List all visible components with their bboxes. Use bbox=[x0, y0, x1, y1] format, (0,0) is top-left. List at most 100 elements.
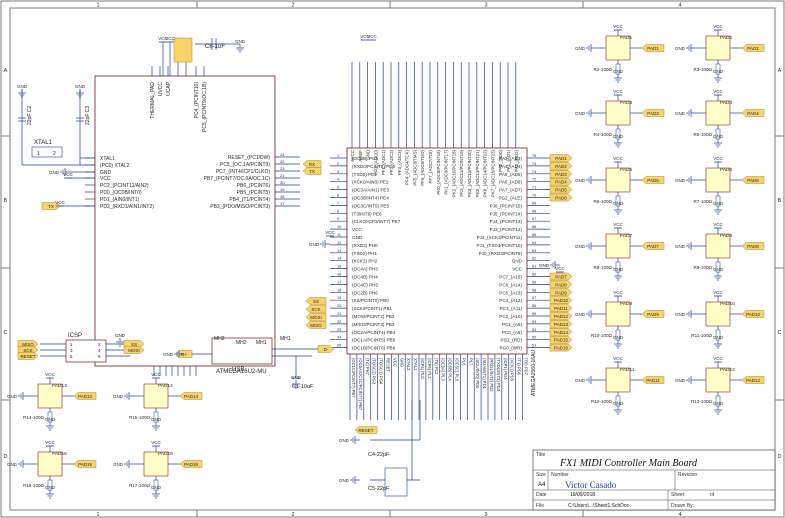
u2-part-name: ATMEGA16U2-MU bbox=[216, 369, 267, 375]
gnd-label: GND bbox=[613, 267, 624, 272]
board-title: FX1 MIDI Controller Main Board bbox=[559, 458, 698, 469]
net-tag-shape bbox=[305, 313, 327, 321]
net-tag-text: PAD6 bbox=[555, 196, 567, 201]
u2-pin-number: 17 bbox=[280, 201, 285, 206]
mh1-inner-label: MH1 bbox=[256, 340, 267, 346]
net-tag-tx: TX bbox=[302, 167, 322, 175]
net-tag-text: MISO bbox=[310, 323, 322, 328]
atmega16u2-chip: XTAL1(PC0) XTAL2GNDVCCPC2_(PCINT11/AIN2)… bbox=[85, 66, 300, 376]
net-tag-pad5: PAD5 bbox=[549, 185, 573, 194]
pad-resistor-label: R10-100Ω bbox=[591, 333, 613, 338]
gnd-label: GND bbox=[675, 178, 686, 183]
net-tag-shape bbox=[741, 376, 765, 384]
mega-pin-label: (OC2A/PCINT4) PB4 bbox=[352, 330, 396, 335]
mega-part-name: ATMEGA2560-16AU bbox=[531, 350, 537, 396]
u2-pin-label: PD1_(AIN0/INT1) bbox=[100, 197, 140, 203]
file-label: File bbox=[536, 503, 544, 509]
pad-name: PAD5 bbox=[620, 167, 633, 173]
net-tag-text: PAD11 bbox=[554, 306, 568, 311]
mega-pin-number: 52 bbox=[532, 336, 536, 340]
u2-pin-label: (PC0) XTAL2 bbox=[100, 163, 130, 169]
net-tag-text: PAD14 bbox=[184, 394, 198, 399]
net-tag-text: PAD16 bbox=[554, 346, 568, 351]
mega-pin-label: (MISO/PCINT3) PB3 bbox=[352, 322, 395, 327]
mega-pin-label: (TOSC1) PG4 bbox=[379, 358, 384, 385]
gnd-symbol: GND bbox=[115, 333, 126, 347]
gnd-symbol: GND bbox=[675, 109, 696, 117]
gnd-label: GND bbox=[115, 333, 126, 338]
net-tag-shape bbox=[17, 352, 39, 360]
u2-pin-label: VCC bbox=[100, 176, 111, 182]
c3-label: 22pF C3 bbox=[85, 106, 91, 125]
net-tag-text: PAD8 bbox=[555, 282, 567, 287]
mega-pin-label: XTAL1 bbox=[413, 358, 418, 371]
vcc-symbol: VCC bbox=[613, 290, 623, 297]
gnd-symbol: GND bbox=[151, 485, 162, 499]
net-tag-text: PAD1 bbox=[555, 156, 567, 161]
u2-pin-label: PB4_(T1/PCINT4) bbox=[229, 197, 270, 203]
pad-name: PAD3 bbox=[620, 100, 633, 106]
net-tag-text: PAD15 bbox=[554, 338, 568, 343]
net-tag-text: RX bbox=[309, 162, 315, 167]
u2-pin-label: PC5_(PCINT9/OC.1B) bbox=[202, 82, 208, 132]
net-tag-text: SCK bbox=[23, 348, 32, 353]
net-tag-shape bbox=[549, 177, 573, 186]
mega-pin-label: (CLKO/ICP3/INT7) PE7 bbox=[352, 219, 401, 224]
vcc-symbol: VCC bbox=[713, 222, 723, 229]
vcc-symbol: VCC bbox=[613, 156, 623, 163]
mega-pin-label: PF2_(ADC2) bbox=[389, 149, 394, 175]
vcc-symbol: VCC bbox=[151, 440, 161, 447]
gnd-label: GND bbox=[151, 417, 162, 422]
vcc-symbol: VCC bbox=[325, 230, 335, 237]
net-tag-shape bbox=[305, 305, 327, 313]
vcc-symbol: VCC bbox=[367, 34, 377, 41]
pad-body bbox=[143, 451, 169, 477]
net-tag-text: PAD3 bbox=[555, 172, 567, 177]
net-tag-miso: MISO bbox=[305, 321, 327, 329]
gnd-label: GND bbox=[45, 417, 56, 422]
file-value: C:\Users\...\Sheet1.SchDoc bbox=[568, 503, 630, 509]
net-tag-shape bbox=[549, 193, 573, 202]
mega-pin-number: 17 bbox=[337, 280, 341, 284]
u2-pin-label: UVCC bbox=[158, 82, 164, 97]
mega-pin-number: 66 bbox=[532, 225, 536, 229]
net-tag-pad12: PAD12 bbox=[549, 312, 573, 320]
mega-pin-label: PK7_(ADC15/PCINT23) bbox=[490, 149, 495, 197]
sheet-of: of bbox=[710, 492, 715, 498]
gnd-symbol: GND bbox=[539, 261, 560, 269]
u2-pin-label: PC7_(INT4/ICP1/CLKO) bbox=[216, 169, 271, 175]
gnd-label: GND bbox=[575, 111, 586, 116]
icsp-pin-number: 2 bbox=[98, 342, 101, 347]
pad-resistor-label: R16-100Ω bbox=[23, 483, 45, 488]
vcc-label: VCC bbox=[45, 440, 55, 445]
vcc-label: VCC bbox=[713, 89, 723, 94]
net-tag-text: MOSI bbox=[310, 315, 322, 320]
mega-pin-label: (OC5A) PL3 bbox=[441, 358, 446, 381]
mega-pin-label: (OC5C) PL5 bbox=[455, 358, 460, 382]
pad-name: PAD10 bbox=[720, 301, 735, 307]
pad-name: PAD12 bbox=[720, 367, 735, 373]
net-tag-pad16: PAD16 bbox=[549, 343, 573, 352]
vcc-label: VCC bbox=[713, 156, 723, 161]
c5-label: C5-22pF bbox=[368, 486, 390, 492]
u2-pin-label: PB6_(PCINT6) bbox=[237, 183, 271, 189]
mega-pin-label: PL7 bbox=[468, 358, 473, 366]
mega-pin-label: PC7_(A15) bbox=[499, 275, 522, 280]
pad-resistor-label: R13-100Ω bbox=[691, 399, 713, 404]
mega-pin-label: PA6_(AD6) bbox=[499, 180, 522, 185]
net-tag-pad2: PAD2 bbox=[741, 44, 765, 52]
mega-pin-label: PJ4_(PCINT13) bbox=[490, 219, 523, 224]
net-tag-rx: RX bbox=[302, 160, 322, 168]
mega-pin-label: PA0_(AD0) bbox=[498, 149, 503, 171]
net-tag-shape bbox=[179, 392, 203, 400]
gnd-symbol: GND bbox=[151, 417, 162, 431]
mega-pin-number: 5 bbox=[337, 186, 339, 190]
net-tag-shape bbox=[549, 185, 573, 194]
zone-right-B: B bbox=[778, 198, 782, 204]
mega-pin-number: 70 bbox=[532, 194, 536, 198]
